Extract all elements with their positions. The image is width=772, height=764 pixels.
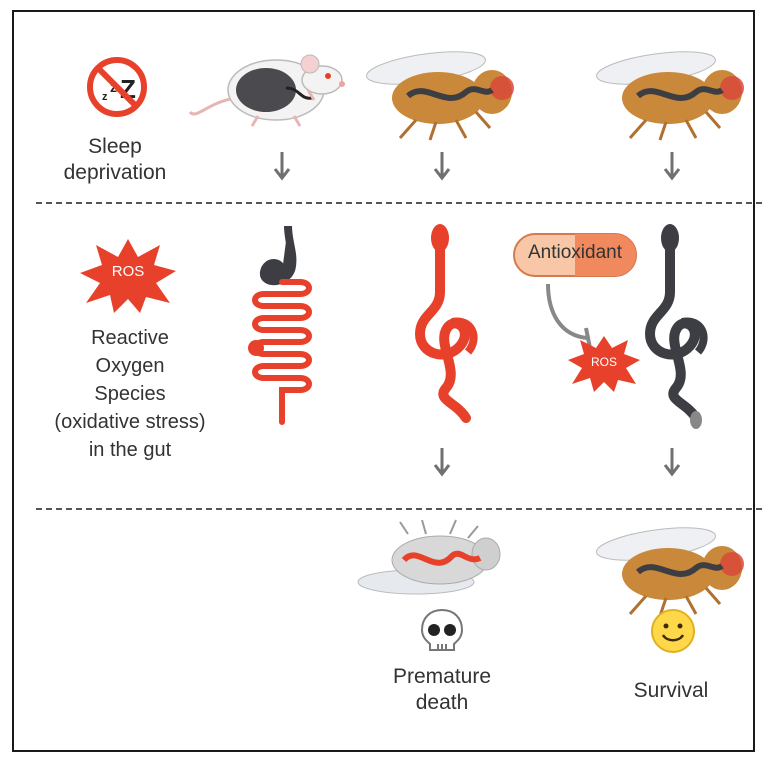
premature-line1: Premature [392,665,492,688]
fly-gut-dark-illustration [644,224,708,429]
ros-label: Reactive Oxygen Species (oxidative stres… [30,324,230,464]
ros-label-line: in the gut [88,439,172,461]
down-arrow-icon [663,448,681,477]
separator-1 [36,202,762,204]
down-arrow-icon [273,152,291,181]
svg-text:z: z [102,91,108,103]
separator-2 [36,508,762,510]
ros-small-icon [568,336,640,392]
antioxidant-label: Antioxidant [527,242,622,263]
ros-label-line: Oxygen [95,355,165,377]
down-arrow-icon [433,152,451,181]
no-sleep-icon: Z z z [87,57,147,117]
mouse-illustration [188,54,345,127]
sleep-label-line1: Sleep [88,135,142,158]
ros-label-line: Species [94,383,166,405]
premature-line2: death [415,691,469,714]
survival-label: Survival [633,679,709,702]
dead-fly-illustration [357,519,501,595]
sleep-label-line2: deprivation [63,161,167,184]
sleep-deprivation-label: Sleep deprivation [55,134,175,186]
fly-illustration-2 [596,51,744,141]
down-arrow-icon [433,448,451,477]
smiley-icon [651,609,695,653]
down-arrow-icon [663,152,681,181]
fly-illustration-3 [596,527,744,617]
ros-burst-icon [80,239,176,313]
ros-label-line: Reactive [91,327,169,349]
fly-illustration-1 [366,51,514,141]
ros-label-line: (oxidative stress) [54,411,206,433]
fly-gut-red-illustration [414,224,478,423]
premature-death-label: Premature death [366,664,518,716]
ros-badge-text: ROS [111,263,145,280]
mouse-gut-illustration [248,225,312,425]
skull-icon [420,608,464,651]
antioxidant-pill [513,233,637,277]
ros-small-text: ROS [590,355,617,369]
